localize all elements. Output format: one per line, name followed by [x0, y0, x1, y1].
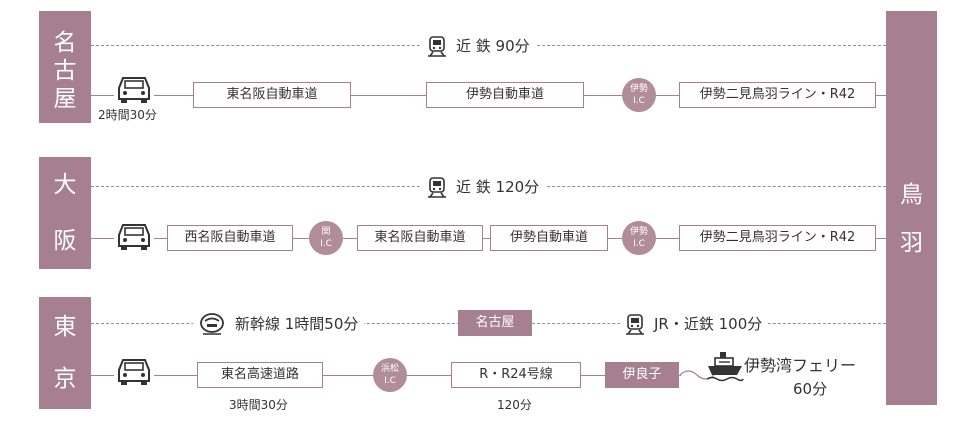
city-char: 阪 — [53, 228, 77, 254]
destination-char: 鳥 — [900, 182, 923, 208]
car-icon — [114, 74, 154, 104]
rail-tokyo-shinkansen: 新幹線 1時間50分 — [193, 313, 365, 335]
city-tokyo-bar: 東 京 — [39, 297, 91, 409]
city-char: 大 — [53, 172, 77, 198]
road-box: 伊勢二見鳥羽ライン・R42 — [679, 82, 876, 108]
rail-tokyo-jr: JR・近鉄 100分 — [620, 313, 769, 335]
seki-ic-badge: 関 I.C — [309, 221, 343, 255]
ic-name: 関 — [321, 227, 331, 237]
car-time: 2時間30分 — [98, 108, 157, 122]
road-box: 東名阪自動車道 — [193, 82, 351, 108]
destination-toba-bar: 鳥 羽 — [886, 11, 937, 405]
ic-name: 伊勢 — [629, 84, 648, 94]
train-icon — [428, 176, 446, 198]
road-time: 120分 — [497, 398, 532, 412]
road-box: 東名阪自動車道 — [357, 225, 483, 251]
road-box: 伊勢二見鳥羽ライン・R42 — [679, 225, 876, 251]
city-char: 古 — [53, 58, 77, 84]
rail-nagoya: 近 鉄 90分 — [422, 35, 536, 57]
rail-label: 近 鉄 120分 — [456, 178, 540, 196]
port-irago-tag: 伊良子 — [605, 362, 679, 388]
city-osaka-bar: 大 阪 — [39, 157, 91, 269]
road-time: 3時間30分 — [229, 398, 288, 412]
shinkansen-icon — [199, 313, 225, 335]
city-char: 東 — [53, 314, 77, 340]
ferry-time: 60分 — [793, 380, 828, 398]
ic-suffix: I.C — [633, 96, 645, 106]
shinkansen-label: 新幹線 1時間50分 — [235, 315, 359, 333]
road-box: 伊勢自動車道 — [426, 82, 584, 108]
rail-osaka: 近 鉄 120分 — [422, 176, 546, 198]
ise-ic-badge: 伊勢 I.C — [622, 78, 656, 112]
ic-suffix: I.C — [633, 239, 645, 249]
ferry-icon — [706, 350, 744, 382]
ic-suffix: I.C — [384, 376, 396, 386]
hamamatsu-ic-badge: 浜松 I.C — [373, 358, 407, 392]
city-char: 名 — [53, 30, 77, 56]
ic-name: 浜松 — [380, 364, 399, 374]
ic-name: 伊勢 — [629, 227, 648, 237]
train-icon — [626, 313, 644, 335]
train-icon — [428, 35, 446, 57]
road-box: 伊勢自動車道 — [490, 225, 608, 251]
ferry-label: 伊勢湾フェリー — [744, 355, 880, 377]
city-char: 京 — [53, 366, 77, 392]
city-nagoya-bar: 名 古 屋 — [39, 11, 91, 123]
road-box: R・R24号線 — [451, 362, 581, 388]
road-box: 西名阪自動車道 — [167, 225, 293, 251]
ic-suffix: I.C — [320, 239, 332, 249]
car-icon — [114, 221, 154, 251]
car-icon — [114, 356, 154, 386]
road-route-line — [91, 238, 886, 239]
road-box: 東名高速道路 — [197, 362, 323, 388]
destination-char: 羽 — [900, 230, 923, 256]
transfer-nagoya-tag: 名古屋 — [458, 310, 532, 336]
rail-label: 近 鉄 90分 — [456, 37, 530, 55]
city-char: 屋 — [53, 86, 77, 112]
ise-ic-badge: 伊勢 I.C — [622, 221, 656, 255]
jr-label: JR・近鉄 100分 — [654, 315, 763, 333]
